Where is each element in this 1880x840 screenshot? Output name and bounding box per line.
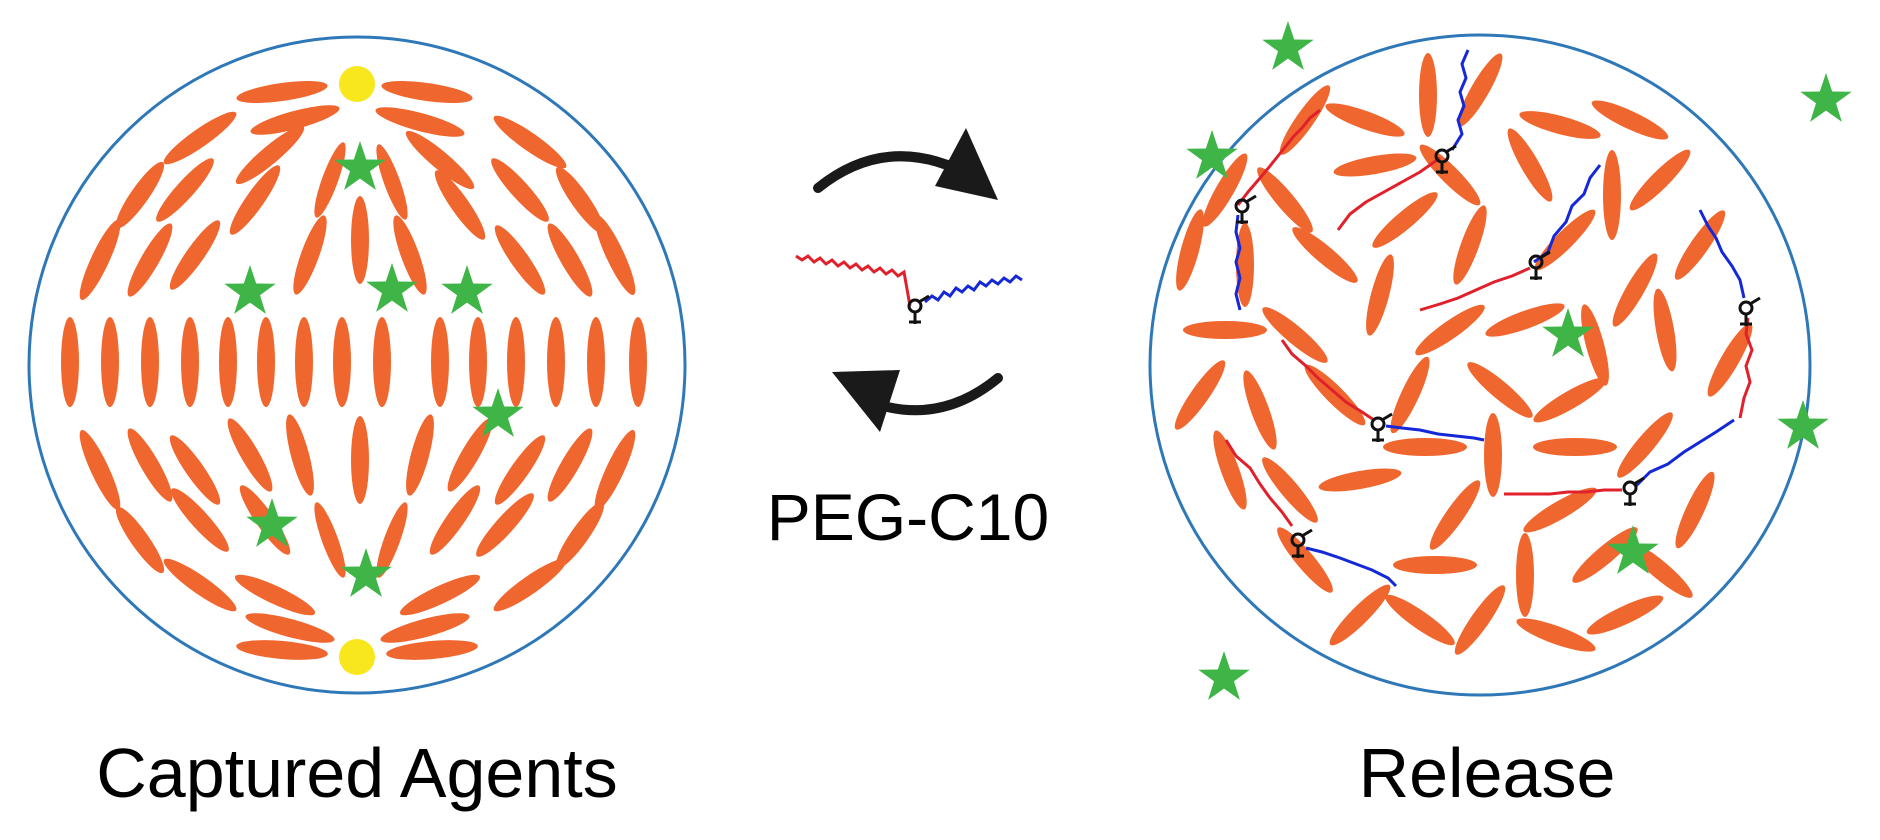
star-icon: [1262, 21, 1314, 70]
star-icon: [1800, 73, 1852, 122]
star-icon: [441, 265, 493, 314]
star-icon: [224, 265, 276, 314]
right-mesogens: [1174, 53, 1753, 655]
star-icon: [1777, 400, 1829, 449]
curved-arrow-icon[interactable]: [813, 128, 998, 200]
top-defect-icon: [339, 66, 375, 102]
exchange-cycle: [795, 128, 1023, 432]
curved-arrow-icon[interactable]: [832, 370, 1003, 432]
middle-caption: PEG-C10: [767, 480, 1049, 554]
right-caption: Release: [1359, 734, 1616, 812]
right-surfactant-chains: [1224, 49, 1754, 588]
left-caption: Captured Agents: [96, 734, 617, 812]
right-droplet: [1148, 21, 1852, 700]
left-droplet: [27, 35, 687, 695]
star-icon: [1198, 651, 1250, 700]
left-mesogens: [61, 81, 647, 660]
left-droplet-boundary: [27, 35, 687, 695]
bottom-defect-icon: [339, 639, 375, 675]
peg-c10-molecule-icon: [795, 254, 1023, 326]
right-droplet-boundary: [1148, 33, 1812, 697]
